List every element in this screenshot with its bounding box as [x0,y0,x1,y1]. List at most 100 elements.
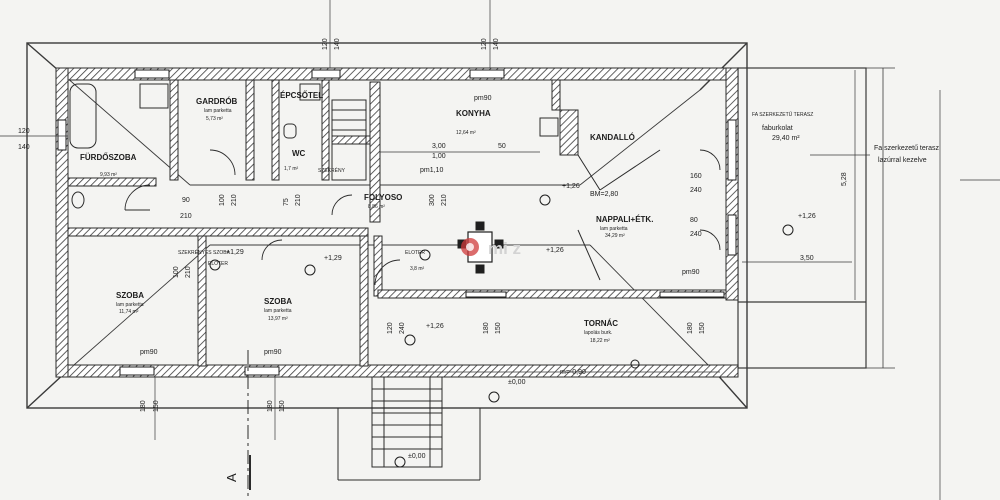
terrace [737,67,895,369]
room-name-konyha: KONYHA [456,109,491,118]
dim-150a: 150 [495,322,502,334]
room-area-folyoso: 8,86 m² [368,204,385,210]
room-name-tornac: TORNÁC [584,319,618,328]
dim-350: 3,50 [800,255,814,262]
note-terasz-2: lazúrral kezelve [878,157,927,164]
dimension-labels: 120 140 120 140 120 140 pm90 pm90 pm90 p… [18,38,706,412]
dim-90: 90 [182,197,190,204]
dim-bottom-180a: 180 [140,400,147,412]
roof-outline [26,42,748,409]
pm-level: pm1,10 [420,167,443,174]
room-area-nappali: 34,29 m² [605,233,625,239]
level-000-a: ±0,00 [508,379,526,386]
room-name-wc: WC [292,149,306,158]
dim-210c: 210 [295,194,302,206]
stairs [331,99,481,481]
windows [57,69,737,376]
dim-80: 80 [690,217,698,224]
room-name-folyoso: FOLYOSO [364,193,402,202]
room-name-nappali: NAPPALI+ÉTK. [596,215,653,224]
room-name-gardrob: GARDRÓB [196,97,238,106]
annotations: Fa szerkezetű terasz lazúrral kezelve BM… [224,143,939,482]
room-area-szoba2: 13,97 m² [268,316,288,322]
dim-210b: 210 [231,194,238,206]
dim-100: 100 [219,194,226,206]
dim-180b: 180 [687,322,694,334]
interior-walls [67,79,727,367]
level-126-c: +1,26 [798,213,816,220]
doors [124,149,721,286]
dim-left-140: 140 [18,144,30,151]
dim-300: 300 [429,194,436,206]
room-name-eloter: ELOTER [405,250,425,256]
room-area-eloter: 3,8 m² [410,266,425,272]
room-floor-szoba2: lam parketta [264,308,292,314]
room-name-szoba1: SZOBA [116,291,144,300]
pm90-right: pm90 [682,269,700,276]
room-labels: FÜRDŐSZOBA 9,93 m² GARDRÓB lam parketta … [80,91,813,344]
room-area-furdoszoba: 9,93 m² [100,172,117,178]
level-129-b: +1,29 [226,249,244,256]
dim-240a: 240 [690,187,702,194]
dim-75: 75 [283,198,290,206]
dim-240c: 240 [399,322,406,334]
dim-160: 160 [690,173,702,180]
dim-50: 50 [498,143,506,150]
room-area-tornac: 18,22 m² [590,338,610,344]
note-terasz: Fa szerkezetű terasz [874,145,939,152]
dim-top-140a: 140 [334,38,341,50]
level-129-a: +1,29 [324,255,342,262]
room-floor-nappali: lam parketta [600,226,628,232]
section-line [247,350,251,500]
room-area-terasz: 29,40 m² [772,135,800,142]
room-floor-tornac: lapolás burk. [584,330,612,336]
level-126-d: +1,26 [546,247,564,254]
level-126-a: +1,26 [562,183,580,190]
room-area-szoba1: 11,74 m² [119,309,139,315]
dim-bottom-180b: 180 [267,400,274,412]
pm90-top: pm90 [474,95,492,102]
dim-bottom-150b: 150 [279,400,286,412]
dim-180: 180 [483,322,490,334]
room-floor-gardrob: lam parketta [204,108,232,114]
level-000-b: ±0,00 [408,453,426,460]
room-area-wc: 1,7 m² [284,166,299,172]
room-floor-szoba1: lam parketta [116,302,144,308]
pm90-bottom-2: pm90 [264,349,282,356]
dim-210e: 210 [185,266,192,278]
dim-528: 5,28 [841,172,848,186]
dim-100b: 100 [173,266,180,278]
dim-top-120a: 120 [322,38,329,50]
bathroom-fixtures [69,83,661,281]
dim-top-140b: 140 [493,38,500,50]
logo-watermark [461,238,479,256]
room-name-terasz: FA SZERKEZETŰ TERASZ [752,111,813,118]
room-name-szoba2: SZOBA [264,297,292,306]
dim-100: 1,00 [432,153,446,160]
room-floor-terasz: faburkolat [762,125,793,132]
room-area-konyha: 12,64 m² [456,130,476,136]
dim-bottom-150a: 150 [153,400,160,412]
level-126-b: +1,26 [426,323,444,330]
dim-240b: 240 [690,231,702,238]
watermark-text: mi z [488,239,521,258]
bm-level: BM=2,80 [590,191,618,198]
m-090: m=-0,90 [560,369,586,376]
dim-150b: 150 [699,322,706,334]
dim-top-120b: 120 [481,38,488,50]
room-name-eloter-small: ELOTER [208,261,228,267]
section-label-a: A [224,473,239,482]
room-name-epcsotel: ÉPCSŐTEL [280,91,323,100]
dim-210a: 210 [180,213,192,220]
pm90-bottom-1: pm90 [140,349,158,356]
room-name-kandallo: KANDALLÓ [590,133,635,142]
dim-left-120: 120 [18,128,30,135]
dim-300: 3,00 [432,143,446,150]
room-area-gardrob: 5,73 m² [206,116,223,122]
level-markers [209,194,794,468]
room-name-szekreny: SZEKRÉNY [318,167,346,174]
dim-210d: 210 [441,194,448,206]
dim-120b: 120 [387,322,394,334]
